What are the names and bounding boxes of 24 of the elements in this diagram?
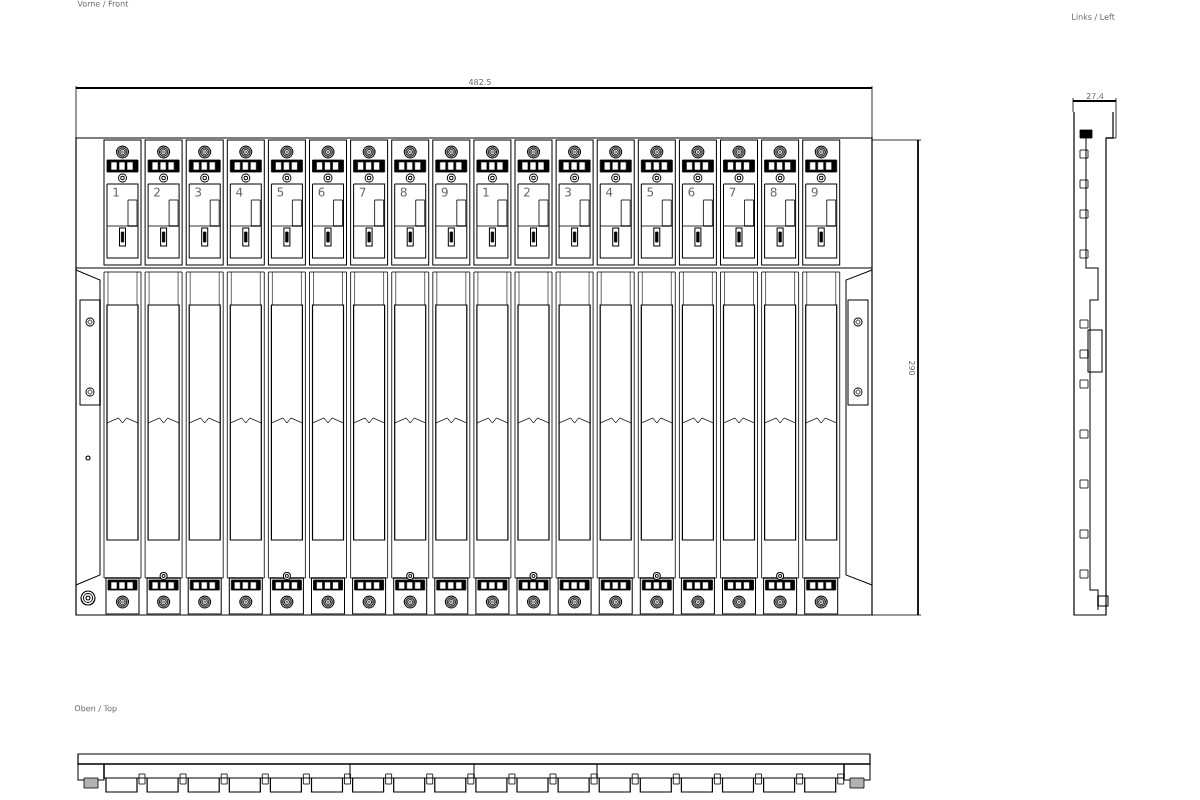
slot-number: 4 <box>236 187 243 197</box>
slot-number: 7 <box>729 187 736 197</box>
slot-number: 5 <box>647 187 654 197</box>
view-title: Oben / Top <box>74 705 117 713</box>
slot-number: 8 <box>400 187 407 197</box>
slot-number: 2 <box>154 187 160 197</box>
slot-number: 6 <box>318 187 325 197</box>
dimension-label: 290 <box>908 359 917 377</box>
slot-number: 3 <box>565 187 571 197</box>
slot-number: 5 <box>277 187 284 197</box>
dimension-label: 482.5 <box>467 78 493 87</box>
dimension-label: 27.4 <box>1085 92 1105 100</box>
slot-number: 2 <box>524 187 530 197</box>
slot-number: 7 <box>359 187 366 197</box>
slot-number: 9 <box>441 187 448 197</box>
view-title: Vorne / Front <box>77 0 129 8</box>
slot-number: 6 <box>688 187 695 197</box>
slot-number: 1 <box>483 187 489 197</box>
view-title: Links / Left <box>1072 13 1115 21</box>
slot-number: 1 <box>113 187 119 197</box>
slot-number: 3 <box>195 187 202 197</box>
slot-number: 8 <box>770 187 777 197</box>
slot-number: 9 <box>811 187 818 197</box>
slot-number: 4 <box>606 187 613 197</box>
